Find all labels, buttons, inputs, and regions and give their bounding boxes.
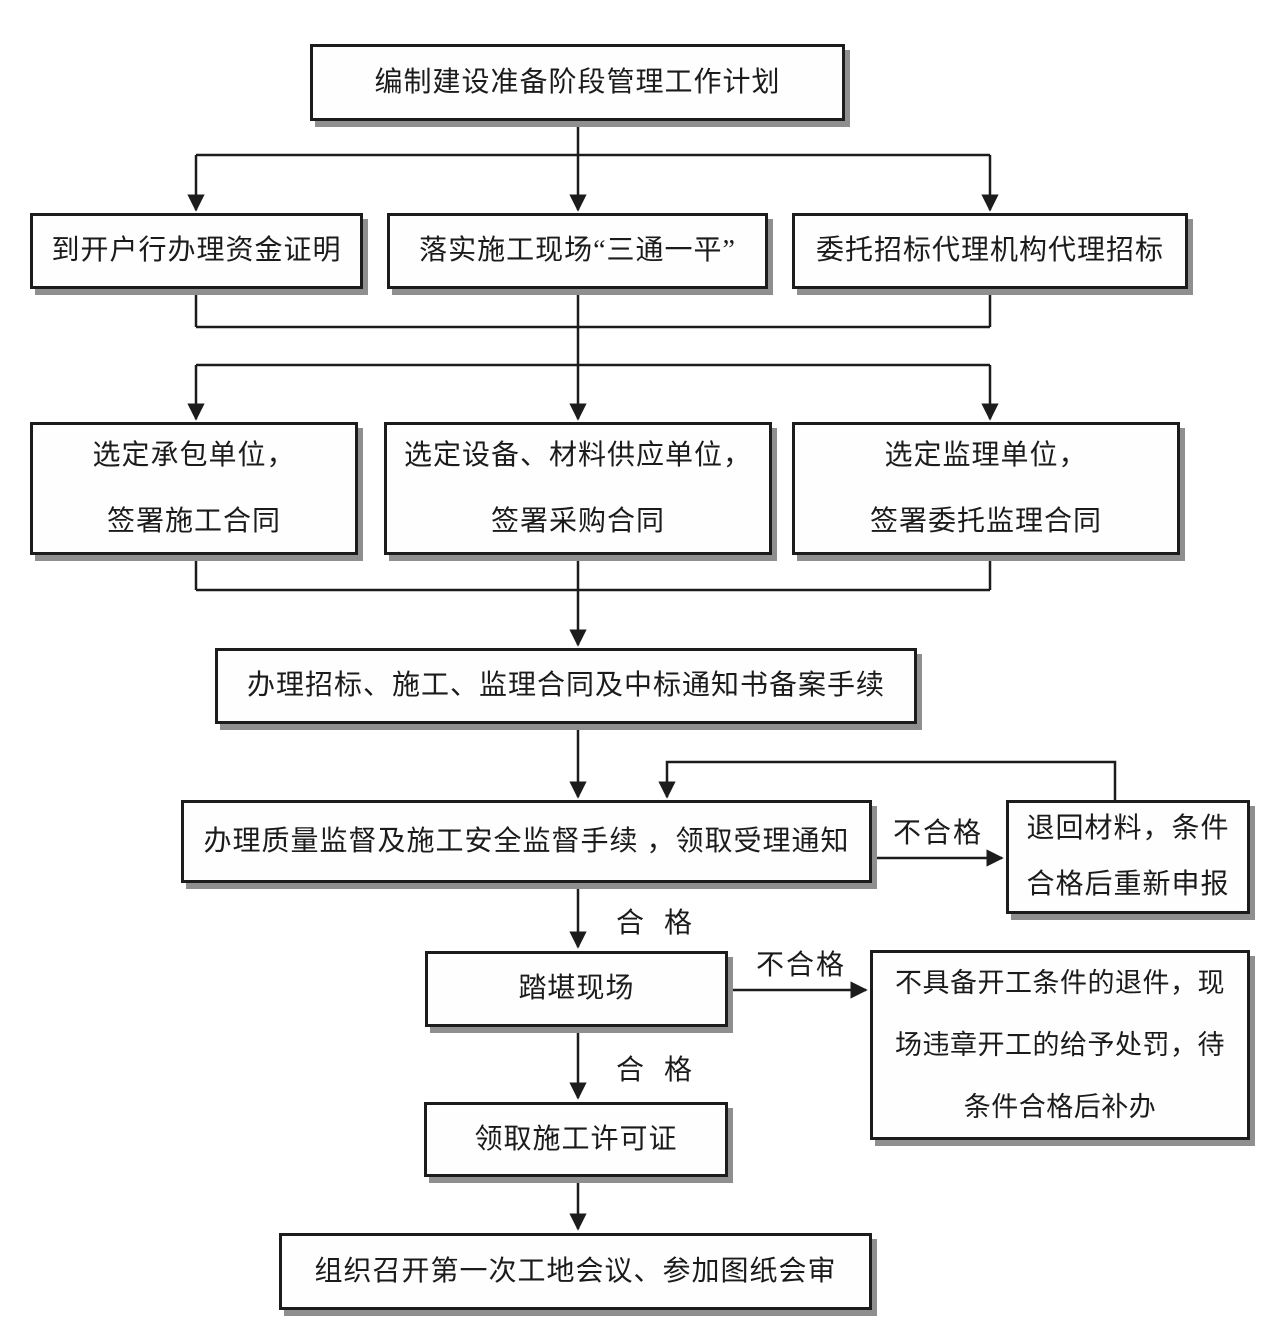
node-supplier: 选定设备、材料供应单位， 签署采购合同 [384,422,772,555]
node-bidding-agency: 委托招标代理机构代理招标 [792,213,1188,289]
node-bidding-agency-label: 委托招标代理机构代理招标 [815,235,1164,267]
node-construction-permit: 领取施工许可证 [424,1102,728,1177]
node-site-inspection-label: 踏堪现场 [518,973,635,1005]
connector-feedback-loop [658,760,1117,800]
node-supervisor-label: 选定监理单位， 签署委托监理合同 [869,439,1102,537]
node-first-meeting: 组织召开第一次工地会议、参加图纸会审 [279,1233,872,1310]
node-supervisor: 选定监理单位， 签署委托监理合同 [792,422,1180,555]
connector-row2-merge-split [187,289,999,421]
node-site-three-one: 落实施工现场“三通一平” [387,213,768,289]
node-plan-label: 编制建设准备阶段管理工作计划 [374,66,781,98]
node-return-materials-label: 退回材料，条件 合格后重新申报 [1026,813,1230,900]
node-contractor-label: 选定承包单位， 签署施工合同 [92,439,296,537]
node-supplier-label: 选定设备、材料供应单位， 签署采购合同 [403,439,752,537]
node-fund-certificate-label: 到开户行办理资金证明 [51,235,342,267]
node-plan: 编制建设准备阶段管理工作计划 [310,44,845,121]
node-quality-supervision: 办理质量监督及施工安全监督手续 ，领取受理通知 [181,800,872,883]
node-site-three-one-label: 落实施工现场“三通一平” [419,235,736,267]
node-site-inspection: 踏堪现场 [425,951,728,1027]
node-first-meeting-label: 组织召开第一次工地会议、参加图纸会审 [314,1255,837,1287]
connector-row3-merge [194,555,992,647]
node-contractor: 选定承包单位， 签署施工合同 [30,422,358,555]
edge-label-unqualified-inspection: 不合格 [755,950,847,981]
node-reject-handling-label: 不具备开工条件的退件，现 场违章开工的给予处罚，待 条件合格后补办 [895,967,1225,1123]
edge-label-qualified-quality: 合 格 [615,908,695,939]
node-return-materials: 退回材料，条件 合格后重新申报 [1006,800,1250,914]
node-filing-label: 办理招标、施工、监理合同及中标通知书备案手续 [246,670,885,702]
node-filing: 办理招标、施工、监理合同及中标通知书备案手续 [215,648,917,724]
node-fund-certificate: 到开户行办理资金证明 [30,213,363,289]
node-quality-supervision-label: 办理质量监督及施工安全监督手续 ，领取受理通知 [203,825,850,857]
node-construction-permit-label: 领取施工许可证 [474,1123,678,1155]
node-reject-handling: 不具备开工条件的退件，现 场违章开工的给予处罚，待 条件合格后补办 [870,950,1250,1140]
edge-label-qualified-inspection: 合 格 [615,1055,695,1086]
edge-label-unqualified-quality: 不合格 [892,818,984,849]
connector-plan-to-row2 [187,121,999,212]
